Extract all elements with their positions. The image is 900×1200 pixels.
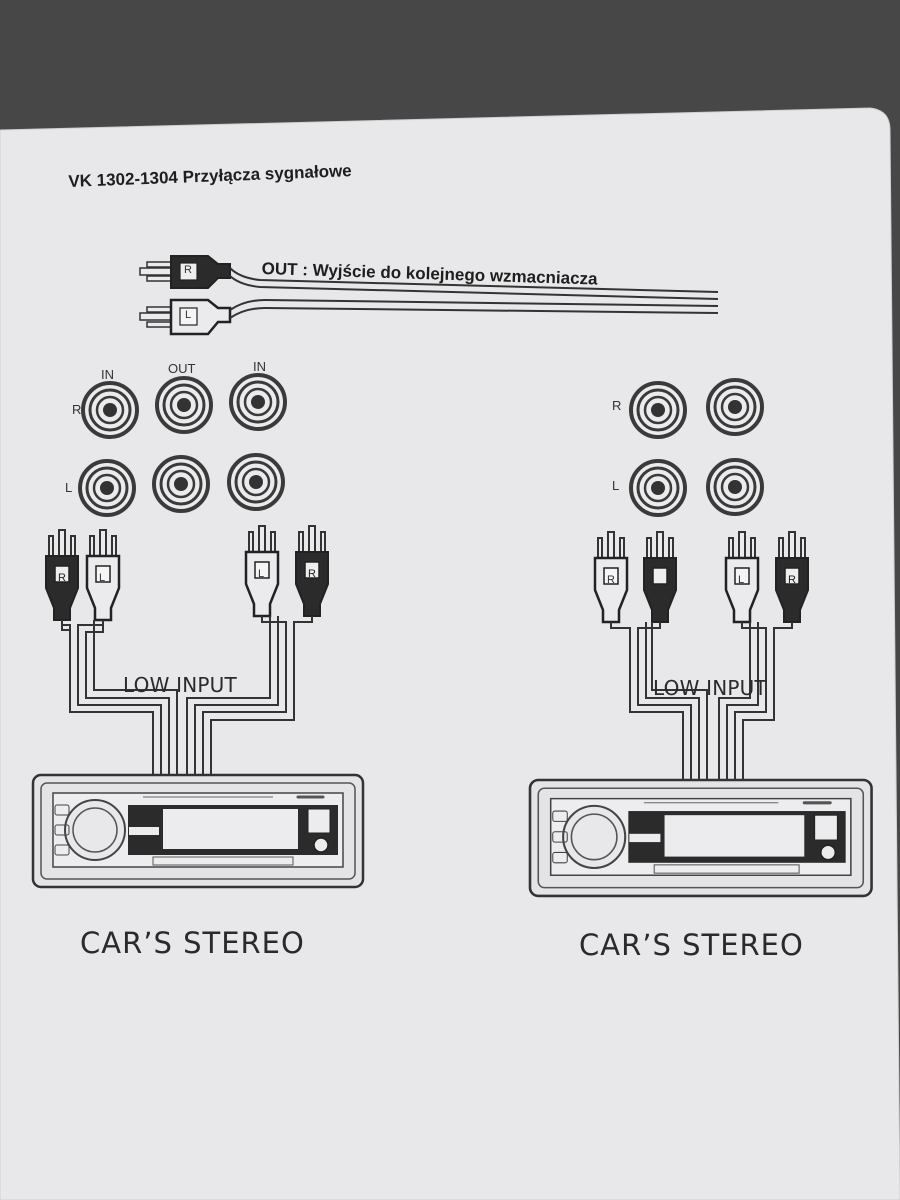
right-jack-l-1: [629, 459, 687, 517]
left-row-label-l: L: [65, 480, 73, 495]
left-plug-label-4: R: [308, 568, 316, 580]
right-plug-label-1: R: [607, 574, 615, 586]
right-jack-panel: [629, 378, 764, 517]
out-plug-l-label: L: [185, 309, 192, 321]
left-plug-label-1: R: [58, 572, 66, 584]
jack-in-r-2: [229, 373, 287, 431]
jack-in-l-2: [227, 453, 285, 511]
left-car-stereo-label: CAR’S STEREO: [80, 926, 305, 960]
left-car-stereo-unit: [31, 773, 365, 889]
right-plug-label-3: L: [738, 574, 745, 586]
right-plug-2: [643, 531, 677, 623]
left-low-input-label: LOW INPUT: [123, 673, 237, 697]
left-col-label-in-1: IN: [101, 367, 114, 382]
right-plugs: [593, 530, 809, 624]
jack-out-l: [152, 455, 210, 513]
right-plug-label-4: R: [788, 574, 796, 586]
jack-in-r-1: [81, 381, 139, 439]
left-jack-panel: [78, 373, 287, 517]
out-plug-r: [139, 255, 231, 289]
out-cable: [139, 255, 719, 336]
left-col-label-out: OUT: [168, 361, 196, 376]
left-col-label-in-2: IN: [253, 359, 266, 374]
out-plug-l: [139, 298, 232, 336]
right-jack-l-2: [706, 458, 764, 516]
right-cables: [610, 622, 793, 780]
right-row-label-r: R: [612, 398, 622, 413]
right-car-stereo-unit: [528, 778, 874, 898]
left-row-label-r: R: [72, 402, 82, 417]
jack-out-r: [155, 376, 213, 434]
out-plug-r-label: R: [184, 264, 192, 276]
left-cables: [61, 616, 313, 775]
jack-in-l-1: [78, 459, 136, 517]
left-plug-label-3: L: [258, 568, 265, 580]
paper-sheet: [0, 108, 900, 1200]
right-jack-r-1: [629, 381, 687, 439]
left-plug-label-2: L: [99, 572, 106, 584]
right-jack-r-2: [706, 378, 764, 436]
left-plugs: [45, 524, 329, 622]
right-row-label-l: L: [612, 478, 620, 493]
right-low-input-label: LOW INPUT: [653, 676, 767, 700]
right-car-stereo-label: CAR’S STEREO: [579, 928, 804, 962]
